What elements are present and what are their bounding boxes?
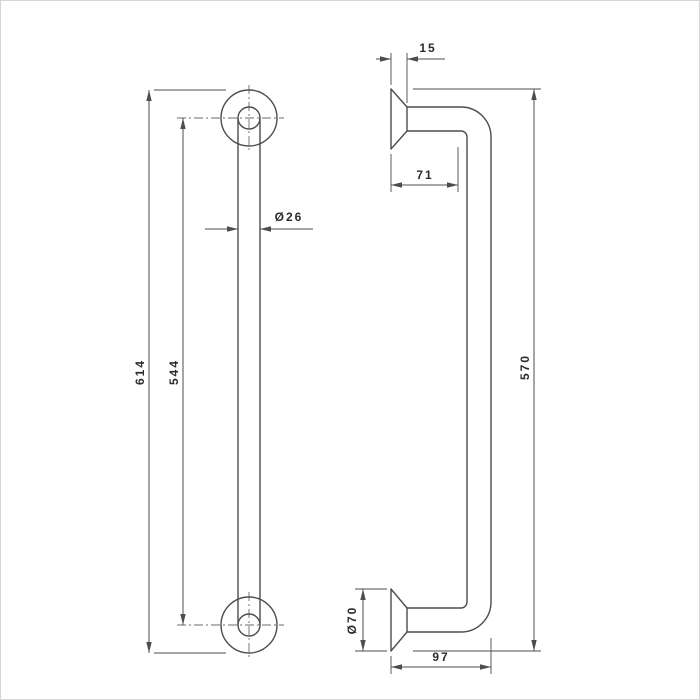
dim-wall-to-bend: 71: [416, 168, 433, 182]
dim-overall-height: 570: [518, 354, 532, 380]
bottom-flange-profile: [390, 588, 408, 652]
overall-height-extension-lines: [413, 88, 541, 652]
bar-inner-profile: [406, 130, 468, 609]
side-view-dimensions: 15 71 570 Ø70 97: [345, 41, 541, 674]
dim-overall-depth: 97: [432, 650, 449, 664]
top-flange-profile: [390, 88, 408, 150]
flange-diameter-extension-lines: [355, 588, 387, 652]
top-flange-outer-circle: [220, 89, 278, 147]
flange-thickness-extension-lines: [390, 53, 408, 103]
bar-outer-profile: [406, 106, 492, 633]
bar-tube-edges: [237, 117, 261, 626]
dim-fixing-centers: 544: [167, 359, 181, 385]
dim-overall-length: 614: [133, 359, 147, 385]
side-view: [390, 88, 492, 652]
front-view: [177, 85, 284, 658]
front-view-dimensions: 614 544 Ø26: [133, 89, 313, 654]
centerlines: [177, 85, 284, 658]
dim-bar-diameter: Ø26: [275, 210, 304, 224]
overall-length-extension-lines: [154, 89, 226, 654]
dim-flange-thickness: 15: [419, 41, 436, 55]
bottom-flange-outer-circle: [220, 596, 278, 654]
dim-flange-diameter: Ø70: [345, 606, 359, 635]
